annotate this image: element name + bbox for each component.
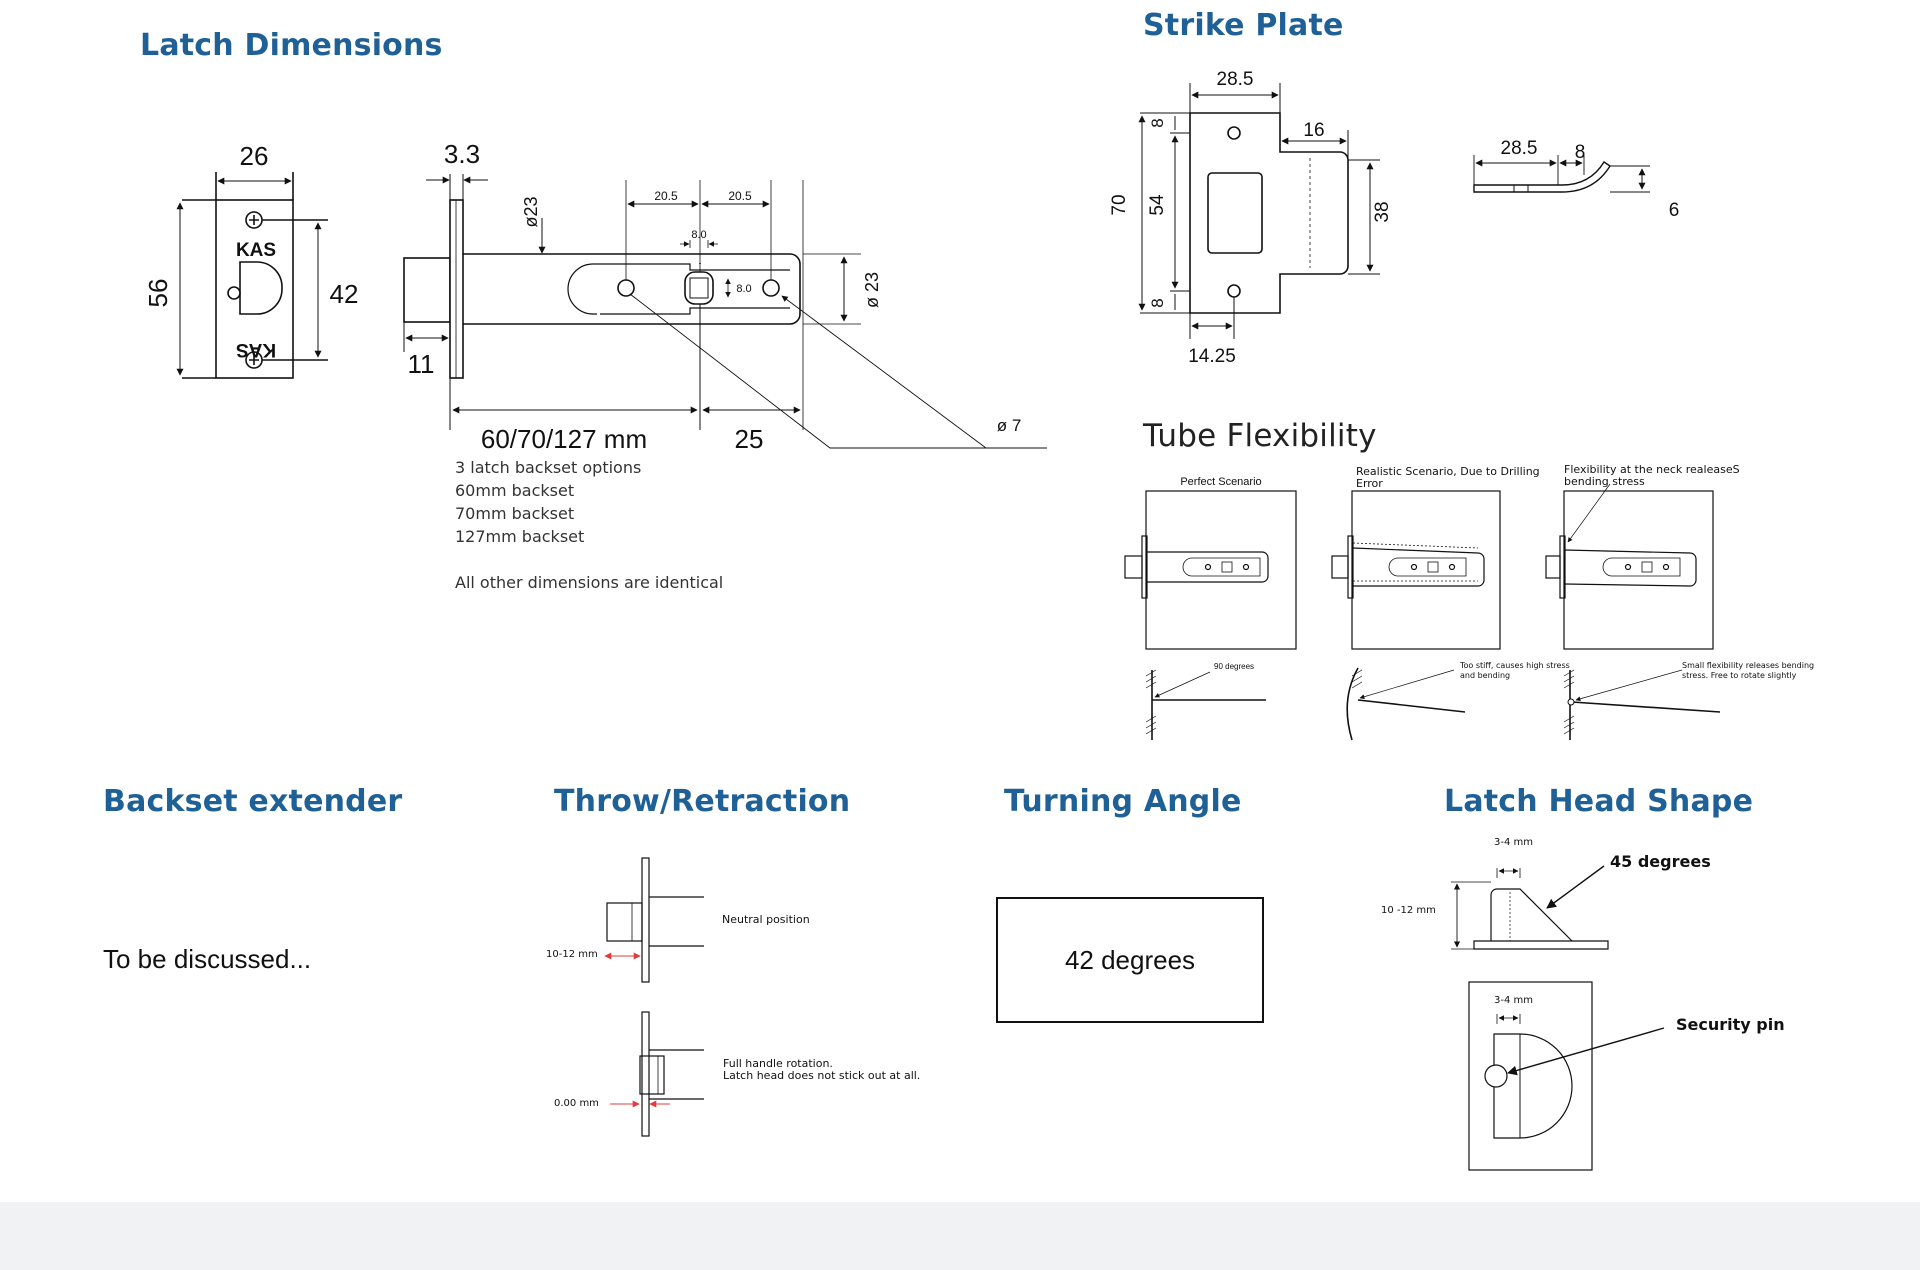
backset-extender-title: Backset extender [103,784,403,819]
strike-inner-height-label: 54 [1147,194,1168,216]
strike-tab-label: 16 [1303,120,1324,141]
latch-dimensions-drawing: 26 56 42 KAS KAS [143,69,1721,1171]
strike-width-label: 28.5 [1217,69,1254,90]
tube-flexibility-title: Tube Flexibility [1143,418,1377,454]
strike-plate-side-view [1473,155,1650,193]
head-top-width-label: 3-4 mm [1494,837,1533,848]
latch-head-shape-title: Latch Head Shape [1444,784,1754,819]
strike-plate-front-view [1138,83,1380,339]
latch-head-front-view [1468,981,1665,1171]
faceplate-width-label: 26 [240,141,269,171]
flex-panel-3-note: Small flexibility releases bending stres… [1682,661,1815,680]
flex-panel-3-caption: Flexibility at the neck realeaseS bendin… [1564,463,1740,488]
end-length-label: 25 [735,424,764,454]
strike-plate-title: Strike Plate [1143,8,1344,43]
rotation-label-line-2: Latch head does not stick out at all. [723,1069,921,1082]
strike-hole-offset-label: 14.25 [1188,346,1236,367]
latch-head-side-view [1451,865,1609,950]
flex-panel-1-caption: Perfect Scenario [1180,476,1261,488]
side-depth-label: 6 [1669,200,1680,221]
rotation-label-line-1: Full handle rotation. [723,1057,833,1070]
rotation-label: Full handle rotation. Latch head does no… [723,1058,920,1082]
latch-dimensions-title: Latch Dimensions [140,28,443,63]
throw-retraction-title: Throw/Retraction [554,784,851,819]
strike-height-label: 70 [1109,194,1130,215]
hole-diameter-label: ø 7 [997,416,1022,435]
plate-thickness-label: 3.3 [444,139,480,169]
faceplate-view [176,172,328,379]
backset-notes: 3 latch backset options 60mm backset 70m… [455,456,723,594]
note-line: All other dimensions are identical [455,573,724,592]
spindle-height-label: 8.0 [736,283,751,295]
flex-panel-2 [1331,490,1501,741]
strike-top-margin-label: 8 [1148,118,1167,127]
flex-panel-2-note: Too stiff, causes high stress and bendin… [1460,661,1570,680]
head-height-label: 10 -12 mm [1381,905,1436,916]
note-line: 70mm backset [455,504,575,523]
screw-spacing-label: 42 [330,279,359,309]
note-line: 127mm backset [455,527,585,546]
flex-panel-3 [1545,483,1721,740]
flex-panel-2-caption: Realistic Scenario, Due to Drilling Erro… [1356,465,1540,490]
brand-mark-top: KAS [236,240,276,261]
turning-angle-value: 42 degrees [1064,944,1196,975]
note-line: 60mm backset [455,481,575,500]
tube-diameter-side-label: ø 23 [862,272,882,308]
latch-body-view [403,174,1047,449]
spindle-width-label: 8.0 [691,229,706,241]
security-pin-label: Security pin [1676,1015,1785,1034]
drawing-sheet: Latch Dimensions Strike Plate Tube Flexi… [103,8,1815,1171]
throw-neutral-view [604,857,704,983]
note-line: 3 latch backset options [455,458,642,477]
backset-extender-text: To be discussed... [103,944,312,974]
spacing-left-label: 20.5 [654,189,678,203]
neutral-measure-label: 10-12 mm [546,949,598,960]
side-length-label: 28.5 [1501,138,1538,159]
tube-diameter-label: ø23 [521,196,541,227]
side-lip-label: 8 [1575,142,1586,163]
throw-rotation-view [610,1011,704,1137]
faceplate-height-label: 56 [143,279,173,308]
rotation-measure-label: 0.00 mm [554,1098,599,1109]
head-angle-label: 45 degrees [1610,852,1711,871]
flex-panel-1-note: 90 degrees [1214,662,1254,671]
head-front-width-label: 3-4 mm [1494,995,1533,1006]
brand-mark-bottom: KAS [236,339,276,360]
backset-label: 60/70/127 mm [481,424,647,454]
strike-tab-height-label: 38 [1372,201,1393,222]
neutral-position-label: Neutral position [722,913,810,926]
page-footer-band [0,1202,1920,1270]
strike-bottom-margin-label: 8 [1148,298,1167,307]
note-line [455,548,723,571]
turning-angle-title: Turning Angle [1004,784,1242,819]
flex-panel-1 [1124,490,1297,740]
turning-angle-box: 42 degrees [996,897,1264,1023]
spacing-right-label: 20.5 [728,189,752,203]
latch-protrusion-label: 11 [408,349,435,379]
